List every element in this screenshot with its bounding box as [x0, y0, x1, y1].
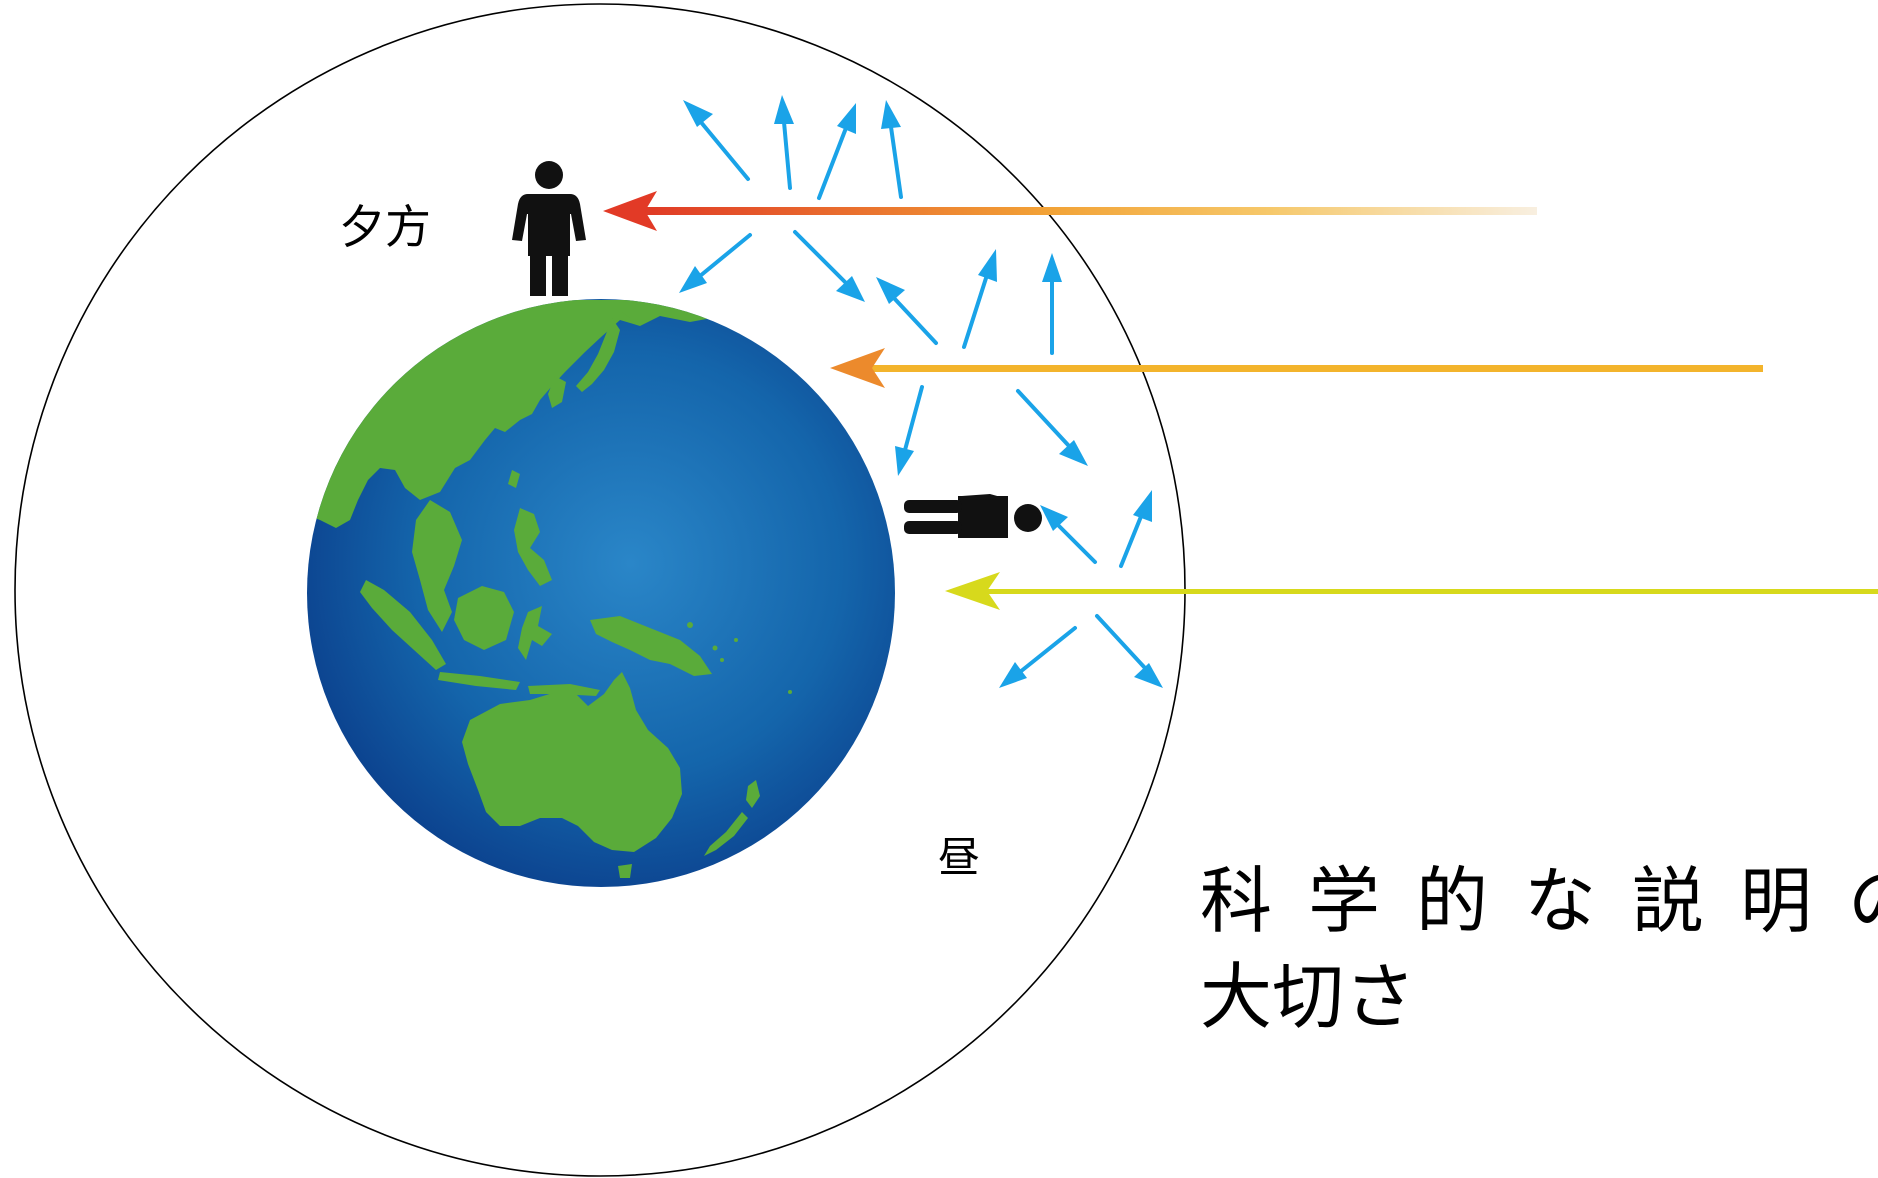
- label-evening: 夕方: [339, 200, 431, 254]
- scatter-arrow: [774, 95, 794, 190]
- standing-person-icon: [512, 161, 586, 296]
- scatter-arrow: [1016, 389, 1088, 466]
- scatter-arrow: [1095, 614, 1163, 688]
- ray-noon: [945, 572, 1878, 610]
- label-daytime: 昼: [938, 833, 980, 882]
- lying-person-icon: [904, 494, 1042, 538]
- scatter-arrow: [1040, 505, 1097, 564]
- caption-line-2: 大切さ: [1200, 955, 1416, 1039]
- caption-line-1: 科学的な説明の: [1200, 859, 1878, 943]
- ray-mid: [830, 348, 1763, 388]
- scatter-arrow: [679, 233, 752, 293]
- scatter-arrow: [817, 103, 856, 200]
- earth-globe-icon: [307, 299, 895, 887]
- scatter-arrow: [895, 385, 924, 476]
- scatter-arrow: [683, 100, 750, 181]
- ray-evening: [603, 191, 1537, 231]
- scatter-arrow: [962, 249, 997, 349]
- scatter-arrow: [1042, 253, 1062, 355]
- scatter-arrow: [1119, 490, 1152, 568]
- scatter-arrow: [793, 230, 865, 302]
- scatter-arrow: [881, 100, 903, 199]
- scattered-light-arrows: [679, 95, 1163, 688]
- scatter-arrow: [999, 626, 1077, 688]
- sunlight-rays: [603, 191, 1878, 610]
- scatter-arrow: [876, 277, 938, 345]
